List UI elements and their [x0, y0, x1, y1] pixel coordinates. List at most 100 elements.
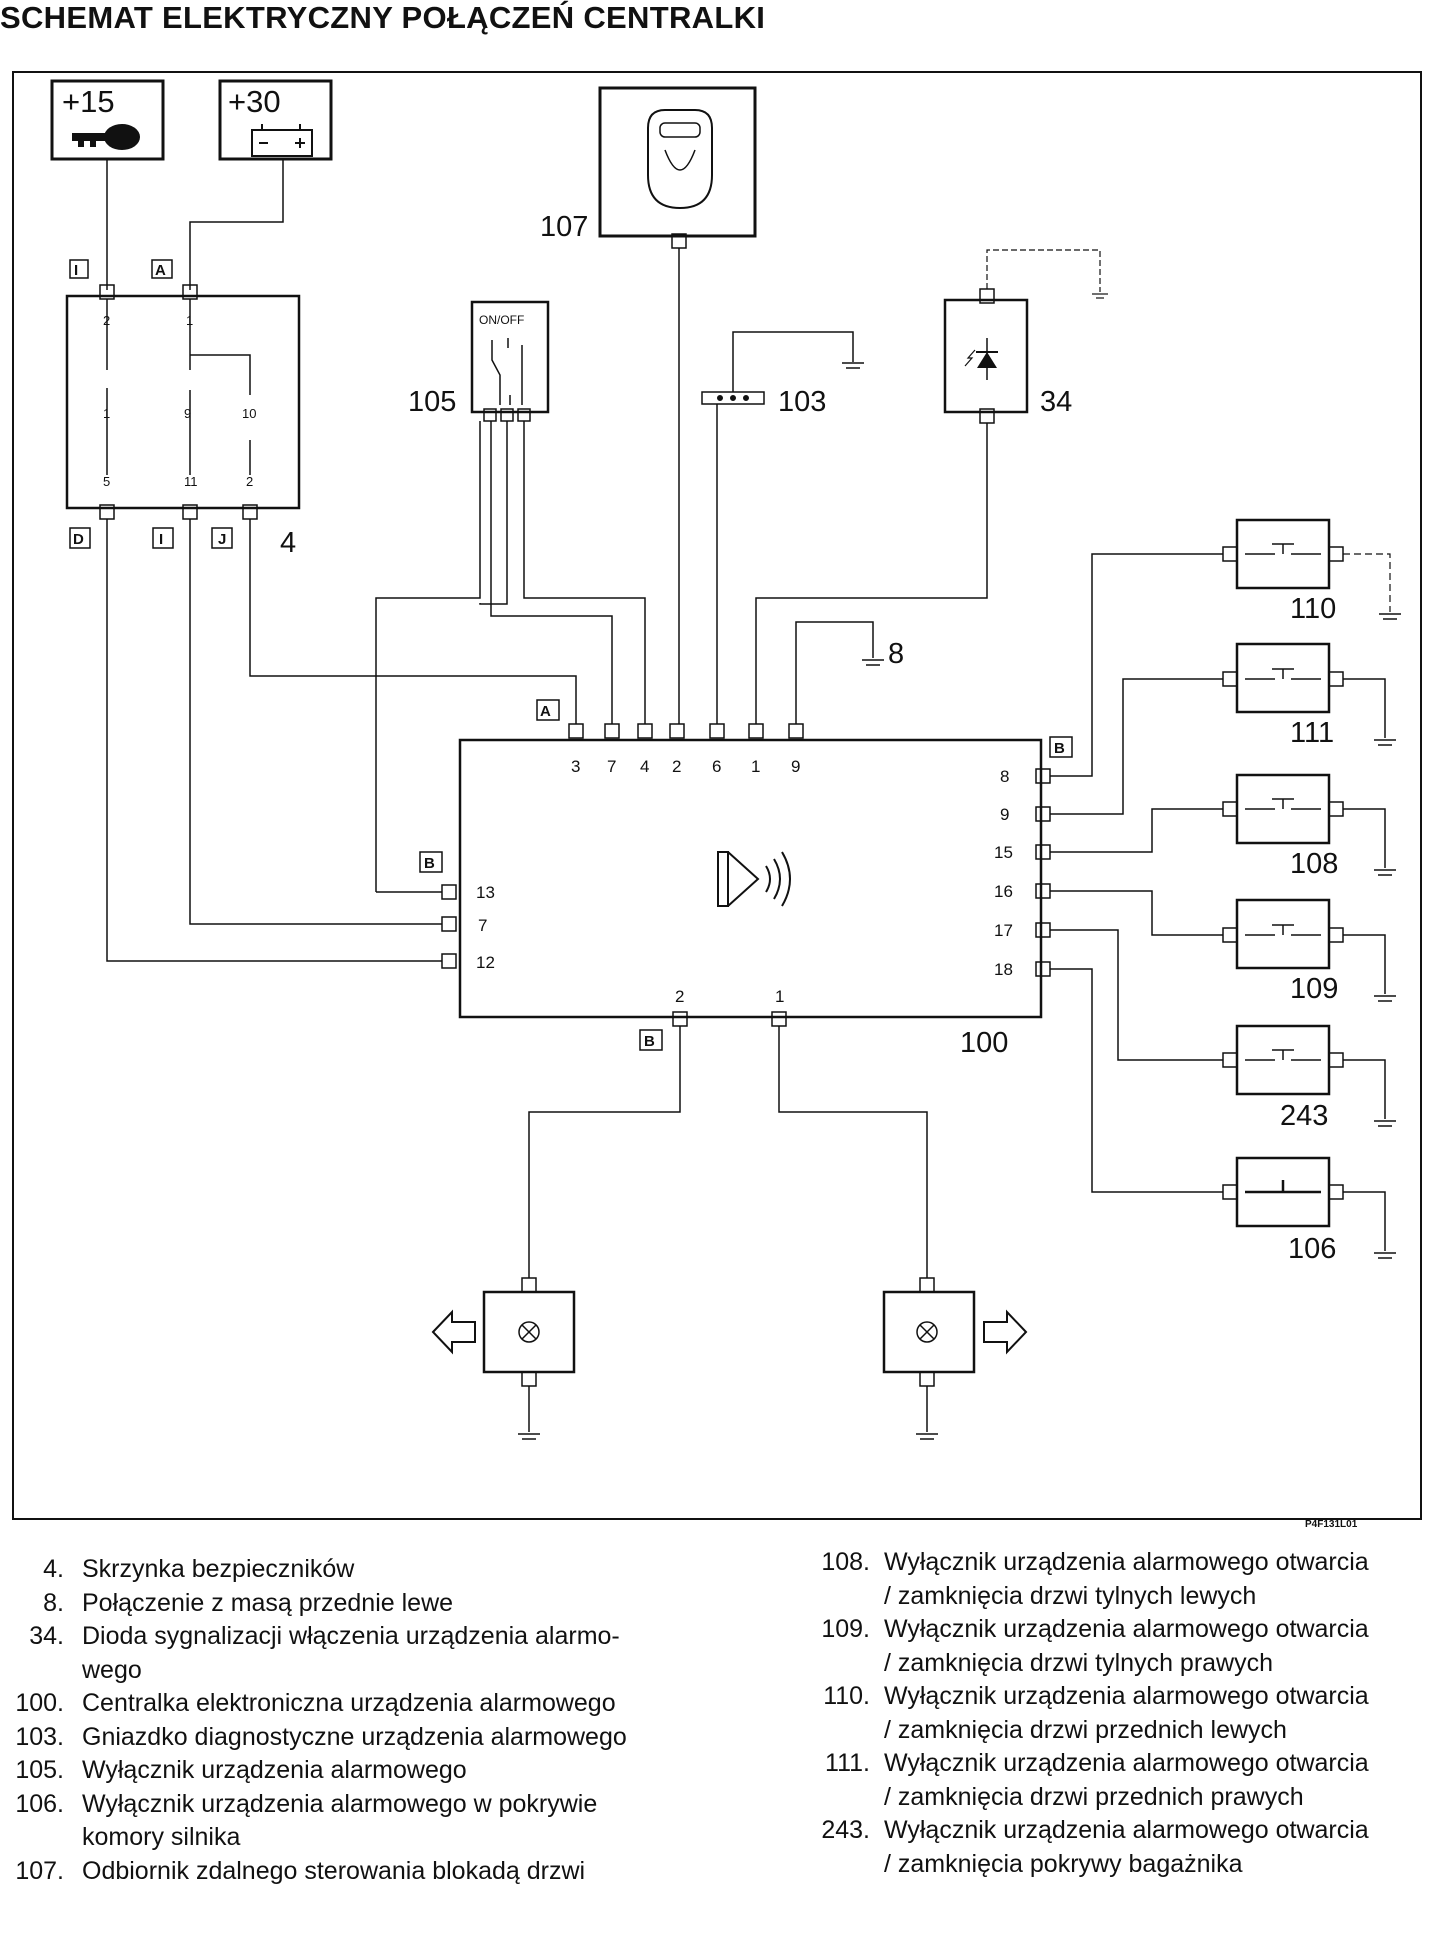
legend-text: Wyłącznik urządzenia alarmowego: [82, 1756, 467, 1784]
legend-text: Wyłącznik urządzenia alarmowego w pokryw…: [82, 1789, 598, 1818]
legend-number: 106.: [15, 1789, 64, 1818]
legend-text: Skrzynka bezpieczników: [82, 1555, 355, 1583]
ground-icon: [1374, 869, 1396, 876]
battery-icon: [251, 124, 313, 157]
ground-icon: [1379, 613, 1401, 620]
svg-text:6: 6: [712, 757, 721, 776]
svg-text:111: 111: [1290, 717, 1334, 749]
switch-108: 108: [1050, 773, 1396, 880]
svg-text:18: 18: [994, 960, 1013, 979]
svg-text:B: B: [644, 1033, 655, 1050]
svg-text:108: 108: [1290, 848, 1338, 880]
diagnostic-socket-103: 103: [701, 331, 864, 418]
supply-30: +30: [218, 79, 333, 161]
legend-text: komory silnika: [82, 1823, 241, 1851]
switch-243: 243: [1050, 929, 1396, 1132]
svg-text:I: I: [159, 531, 163, 548]
legend-number: 107.: [15, 1856, 64, 1885]
svg-text:D: D: [73, 531, 84, 548]
legend-text: / zamknięcia drzwi przednich prawych: [884, 1782, 1304, 1811]
svg-text:A: A: [540, 703, 551, 720]
legend-number: 243.: [821, 1816, 870, 1844]
svg-text:B: B: [1054, 740, 1065, 757]
svg-text:B: B: [424, 855, 435, 872]
svg-text:2: 2: [103, 313, 110, 328]
legend-text: / zamknięcia pokrywy bagażnika: [884, 1849, 1243, 1878]
legend-number: 111.: [825, 1749, 870, 1777]
diagram-frame: [12, 71, 1422, 1520]
svg-text:17: 17: [994, 921, 1013, 940]
svg-text:15: 15: [994, 843, 1013, 862]
lamp-icon: [916, 1321, 938, 1343]
door-switches: 110 111: [1050, 518, 1401, 1265]
socket-number: 103: [778, 386, 826, 418]
fusebox-number: 4: [280, 527, 296, 559]
legend-text: Wyłącznik urządzenia alarmowego otwarcia: [884, 1682, 1369, 1710]
legend-text: Wyłącznik urządzenia alarmowego otwarcia: [884, 1615, 1369, 1643]
arrow-left-icon: [431, 1309, 476, 1355]
ground-icon: [518, 1433, 540, 1440]
switch-110: 110: [1050, 518, 1401, 777]
switch-109: 109: [1050, 890, 1396, 1005]
svg-text:5: 5: [103, 474, 110, 489]
legend-text: Wyłącznik urządzenia alarmowego otwarcia: [884, 1548, 1369, 1576]
legend-number: 4.: [43, 1555, 64, 1583]
wiring-diagram: +15 +30 I A: [12, 71, 1422, 1520]
legend-text: Odbiornik zdalnego sterowania blokadą dr…: [82, 1856, 586, 1885]
svg-text:3: 3: [571, 757, 580, 776]
svg-text:7: 7: [478, 916, 487, 935]
svg-text:1: 1: [775, 987, 784, 1006]
connector-labels-top: I A: [69, 259, 173, 279]
svg-text:2: 2: [672, 757, 681, 776]
svg-text:2: 2: [675, 987, 684, 1006]
svg-text:4: 4: [640, 757, 649, 776]
svg-text:9: 9: [791, 757, 800, 776]
svg-text:1: 1: [186, 313, 193, 328]
control-unit-100: 100 3 7 4 2 6 1 9: [419, 699, 1073, 1059]
ground-icon: [916, 1433, 938, 1440]
push-switch-icon: [1245, 924, 1321, 936]
svg-text:2: 2: [246, 474, 253, 489]
ground-icon: [1374, 1120, 1396, 1127]
ground-icon: [842, 362, 864, 369]
switch-111: 111: [1050, 642, 1396, 815]
legend-text: Wyłącznik urządzenia alarmowego otwarcia: [884, 1816, 1369, 1844]
legend-text: Centralka elektroniczna urządzenia alarm…: [82, 1689, 616, 1717]
toggle-switch-icon: [491, 338, 523, 405]
svg-text:10: 10: [242, 406, 256, 421]
led-indicator-34: 34: [943, 249, 1108, 424]
wires-top: 8: [106, 248, 988, 962]
svg-text:13: 13: [476, 883, 495, 902]
legend-text: / zamknięcia drzwi tylnych lewych: [884, 1581, 1257, 1610]
switch-number: 105: [408, 386, 456, 418]
legend-text: Połączenie z masą przednie lewe: [82, 1588, 454, 1617]
alarm-switch-105: ON/OFF 105: [408, 300, 550, 422]
svg-text:8: 8: [1000, 767, 1009, 786]
push-switch-icon: [1245, 1049, 1321, 1061]
siren-icon: [717, 851, 791, 907]
ignition-key-icon: [72, 124, 140, 150]
push-switch-icon: [1245, 798, 1321, 810]
legend-text: Wyłącznik urządzenia alarmowego otwarcia: [884, 1749, 1369, 1777]
push-switch-icon: [1245, 1180, 1321, 1194]
page-title: SCHEMAT ELEKTRYCZNY POŁĄCZEŃ CENTRALKI: [0, 0, 766, 35]
ground-icon: [862, 659, 884, 666]
arrow-right-icon: [983, 1309, 1028, 1355]
indicator-lamp-left: [431, 1026, 681, 1440]
diode-icon: [964, 338, 998, 380]
svg-text:243: 243: [1280, 1100, 1328, 1132]
figure-code: P4F131L01: [1305, 1519, 1358, 1530]
control-unit-number: 100: [960, 1027, 1008, 1059]
led-number: 34: [1040, 386, 1072, 418]
ground-icon: [1374, 739, 1396, 746]
legend-number: 108.: [821, 1548, 870, 1576]
ground-icon: [1374, 995, 1396, 1002]
indicator-lamp-right: [778, 1026, 1028, 1440]
ground-number: 8: [888, 638, 904, 670]
legend-number: 109.: [821, 1615, 870, 1643]
legend-text: / zamknięcia drzwi przednich lewych: [884, 1715, 1287, 1744]
svg-text:9: 9: [1000, 805, 1009, 824]
svg-text:ON/OFF: ON/OFF: [479, 313, 524, 327]
svg-text:106: 106: [1288, 1233, 1336, 1265]
legend-number: 105.: [15, 1756, 64, 1784]
